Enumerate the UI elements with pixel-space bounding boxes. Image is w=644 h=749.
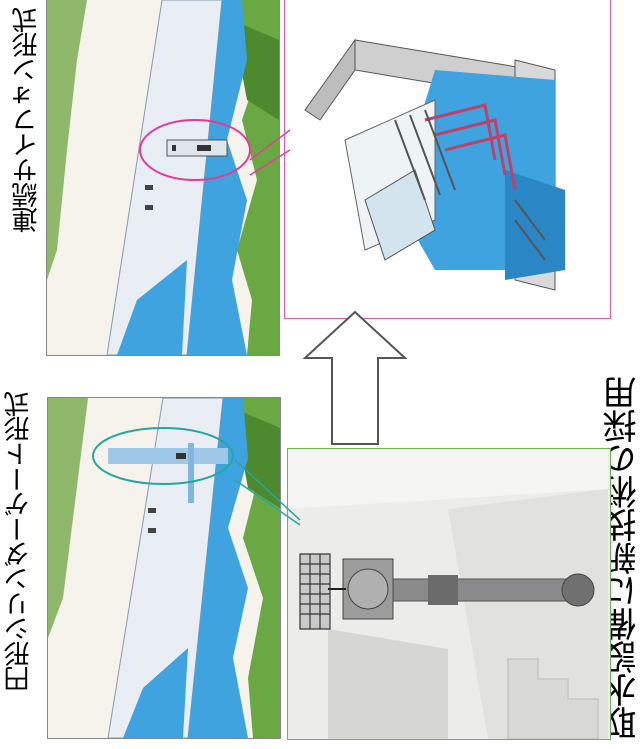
dam-siphon-svg xyxy=(47,0,279,355)
dam-illustration-siphon xyxy=(46,0,280,356)
cylinder-gate-render-svg xyxy=(288,449,610,739)
label-continuous-siphon: 連続サイフォン形式 xyxy=(12,8,42,233)
teal-connector-lines xyxy=(234,459,301,526)
hollow-arrow-up-icon xyxy=(302,310,408,445)
siphon-detail-frame xyxy=(284,0,611,319)
pink-connector-lines xyxy=(249,129,291,176)
siphon-detail-svg xyxy=(304,38,565,291)
cylinder-gate-render-frame xyxy=(287,448,611,740)
dam-cylinder-svg xyxy=(48,398,280,738)
dam-illustration-cylinder xyxy=(47,397,281,739)
label-cylinder-gate: 円形シリンダーゲート形式 xyxy=(4,392,34,692)
